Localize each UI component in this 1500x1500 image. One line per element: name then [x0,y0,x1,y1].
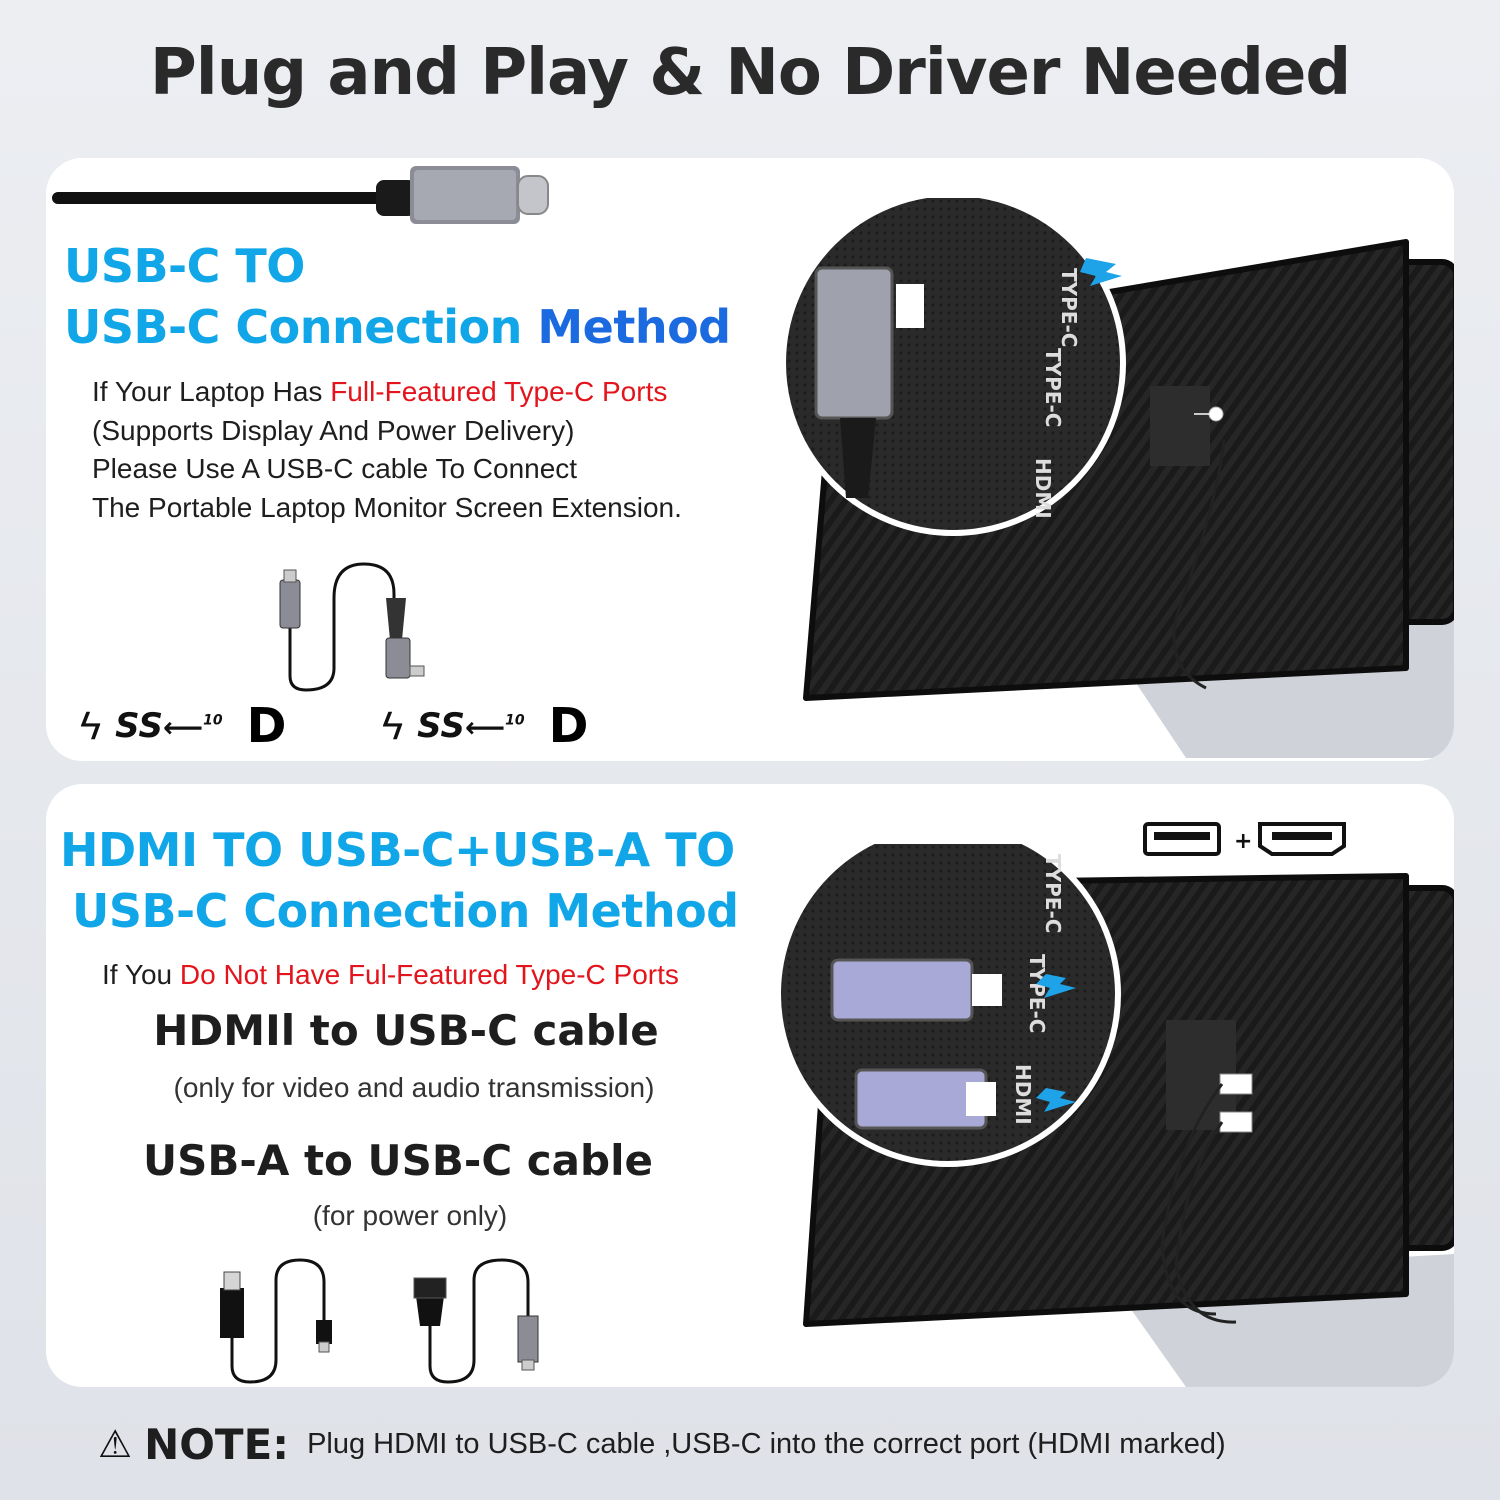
usb-c-cable-illustration [52,166,549,224]
svg-text:TYPE-C: TYPE-C [1041,854,1065,933]
monitor-product-image: TYPE-C TYPE-C HDMI [780,198,1454,758]
usb-c-method-description: If Your Laptop Has Full-Featured Type-C … [92,376,682,523]
superspeed-usb-icon: SS⟵10 [417,706,525,746]
plus-sign: + [1234,829,1252,854]
note-label: NOTE: [144,1420,290,1469]
hdmi-method-heading: HDMI TO USB-C+USB-A TO USB-C Connection … [60,820,739,942]
usb-a-to-usb-c-cable-icon [220,1258,332,1384]
spec-icons-right: ϟ SS⟵10 D [382,698,588,754]
hdmi-to-usb-c-cable-icon [413,1258,539,1384]
page-title: Plug and Play & No Driver Needed [149,36,1351,110]
usb-a-cable-subtitle: (for power only) [312,1200,508,1231]
hdmi-cable-subtitle: (only for video and audio transmission) [173,1072,655,1103]
usb-c-method-card: USB-C TO USB-C Connection Method If Your… [46,158,1454,761]
port-label-type-c-2: TYPE-C [1041,348,1065,427]
note-text: Plug HDMI to USB-C cable ,USB-C into the… [307,1428,1226,1460]
superspeed-usb-icon: SS⟵10 [115,706,223,746]
spec-icons-left: ϟ SS⟵10 D [80,698,286,754]
hdmi-cable-title: HDMIl to USB-C cable [153,1006,659,1055]
arrow-icon [1036,974,1076,998]
warning-icon: ⚠ [98,1424,133,1466]
svg-text:TYPE-C: TYPE-C [1025,954,1049,1033]
heading-line-1: USB-C TO [64,239,305,293]
displayport-icon: D [548,698,589,754]
arrow-icon [1080,258,1122,286]
displayport-icon: D [246,698,287,754]
port-label-hdmi: HDMI [1031,458,1055,519]
arrow-icon [1036,1088,1076,1112]
usb-c-method-heading: USB-C TO USB-C Connection Method [64,236,731,358]
monitor-product-image-hdmi: TYPE-C TYPE-C HDMI [775,844,1454,1387]
note-bar: ⚠ NOTE: Plug HDMI to USB-C cable ,USB-C … [98,1420,1226,1469]
heading-line-2: USB-C Connection Method [72,884,739,938]
power-delivery-icon: ϟ [80,703,102,748]
power-delivery-icon: ϟ [382,703,404,748]
usb-c-to-usb-c-cable-icon [279,562,425,692]
usb-a-cable-title: USB-A to USB-C cable [143,1136,653,1185]
port-label-type-c-1: TYPE-C [1057,268,1081,347]
heading-line-2: USB-C Connection Method [64,300,731,354]
usb-plus-hdmi-port-icons: + [1143,822,1346,856]
svg-text:HDMI: HDMI [1011,1064,1035,1125]
heading-line-1: HDMI TO USB-C+USB-A TO [60,823,735,877]
hdmi-method-description: If You Do Not Have Ful-Featured Type-C P… [102,959,679,990]
hdmi-method-card: HDMI TO USB-C+USB-A TO USB-C Connection … [46,784,1454,1387]
